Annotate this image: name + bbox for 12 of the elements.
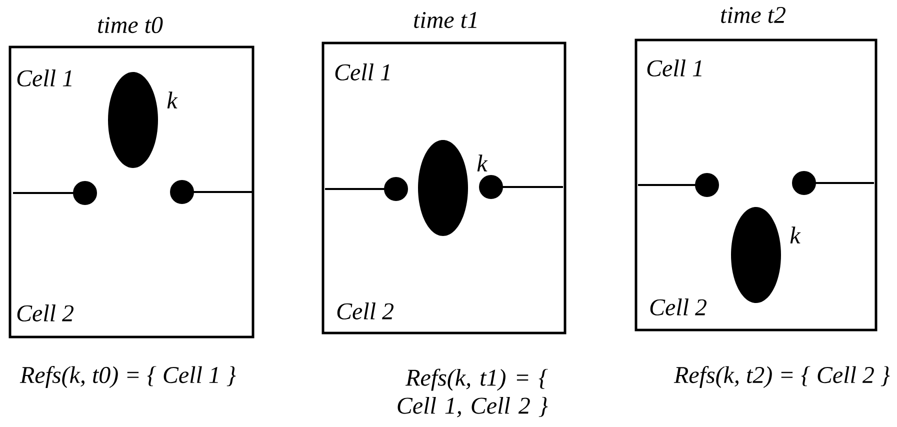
- object-label: k: [167, 92, 178, 108]
- refs-label: Refs(k, t1) = { Cell 1, Cell 2 }: [398, 368, 548, 418]
- refs-label: Refs(k, t0) = { Cell 1 }: [20, 366, 236, 388]
- cell-label: Cell 1: [647, 60, 702, 76]
- heading: time t2: [721, 6, 786, 24]
- refs-label: Refs(k, t2) = { Cell 2 }: [674, 366, 890, 388]
- cell-label: Cell 2: [17, 304, 74, 322]
- object-label: k: [477, 154, 488, 172]
- object-label: k: [790, 226, 801, 244]
- heading: time t0: [98, 16, 163, 34]
- heading: time t1: [414, 12, 476, 28]
- cell-label: Cell 2: [337, 302, 394, 320]
